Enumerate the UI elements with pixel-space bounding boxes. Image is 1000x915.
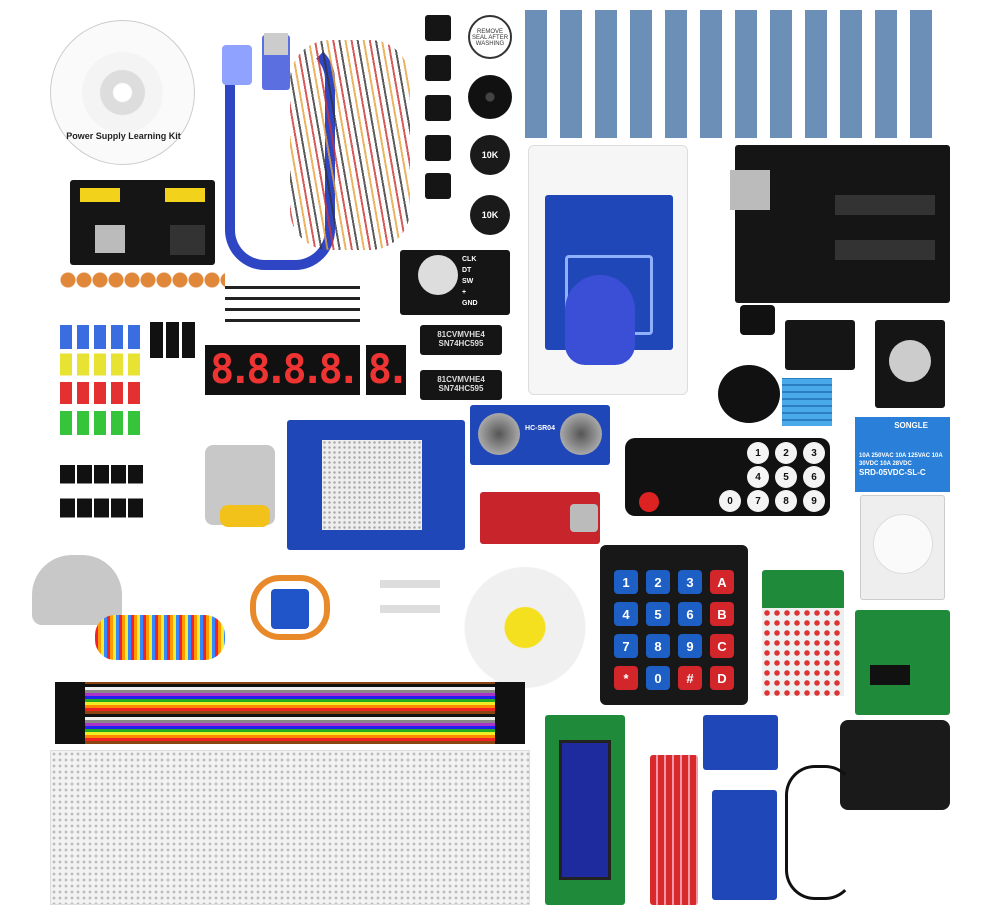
uln2003-board — [855, 610, 950, 715]
buzzer-sticker: REMOVE SEAL AFTER WASHING — [468, 15, 512, 59]
breadboard — [50, 750, 530, 905]
keypad-key[interactable]: 2 — [646, 570, 670, 594]
push-buttons — [425, 15, 453, 199]
relay-model: SRD-05VDC-SL-C — [859, 468, 926, 477]
encoder-pin-gnd: GND — [462, 300, 478, 307]
accelerometer-module — [703, 715, 778, 770]
keypad-key[interactable]: 5 — [646, 602, 670, 626]
potentiometer-1: 10K — [470, 135, 510, 175]
power-adapter — [840, 720, 950, 810]
remote-key[interactable]: 8 — [775, 490, 797, 512]
sound-sensor — [480, 492, 600, 544]
remote-key[interactable]: 3 — [803, 442, 825, 464]
rtc-module — [712, 790, 777, 900]
prototype-shield — [287, 420, 465, 550]
keypad-key[interactable]: 7 — [614, 634, 638, 658]
relay-ratings: 10A 250VAC 10A 125VAC 10A 30VDC 10A 28VD… — [859, 453, 943, 467]
ir-remote: 1 2 3 4 5 6 7 8 9 0 — [625, 438, 830, 516]
remote-key[interactable]: 1 — [747, 442, 769, 464]
rfid-keyfob — [565, 275, 635, 365]
fan-blade — [460, 560, 590, 695]
keypad-key[interactable]: 1 — [614, 570, 638, 594]
encoder-pin-plus: + — [462, 289, 467, 296]
buzzer — [468, 75, 512, 119]
keypad-key[interactable]: 6 — [678, 602, 702, 626]
remote-key[interactable]: 5 — [775, 466, 797, 488]
relay: SONGLE 10A 250VAC 10A 125VAC 10A 30VDC 1… — [855, 417, 950, 492]
keypad-key[interactable]: 9 — [678, 634, 702, 658]
remote-key[interactable]: 9 — [803, 490, 825, 512]
encoder-pin-clk: CLK — [462, 256, 477, 263]
ic-label: SN74HC595 — [438, 384, 484, 393]
keypad-key[interactable]: C — [710, 634, 734, 658]
four-digit-seven-segment: 8.8.8.8. — [205, 345, 360, 395]
battery-clip — [740, 305, 775, 335]
potentiometer-2: 10K — [470, 195, 510, 235]
keypad-key[interactable]: 8 — [646, 634, 670, 658]
water-level-sensor — [650, 755, 698, 905]
remote-key[interactable]: 7 — [747, 490, 769, 512]
max7219-board — [762, 570, 844, 610]
ic-label: SN74HC595 — [438, 339, 484, 348]
usb-plug-a — [262, 33, 290, 90]
membrane-keypad: 1 2 3 A 4 5 6 B 7 8 9 C * 0 # D — [600, 545, 748, 705]
ceramic-capacitors — [60, 270, 225, 290]
keypad-key[interactable]: A — [710, 570, 734, 594]
stepper-cable — [95, 615, 225, 660]
keypad-key[interactable]: D — [710, 666, 734, 690]
keypad-key[interactable]: * — [614, 666, 638, 690]
relay-brand: SONGLE — [894, 421, 928, 430]
cd-disc: Power Supply Learning Kit — [50, 20, 195, 165]
keypad-key[interactable]: 3 — [678, 570, 702, 594]
keypad-key[interactable]: 0 — [646, 666, 670, 690]
power-icon[interactable] — [639, 492, 659, 512]
leds — [60, 325, 145, 435]
one-digit-seven-segment: 8. — [366, 345, 406, 395]
adapter-cable — [785, 765, 855, 900]
encoder-pin-sw: SW — [462, 278, 474, 285]
servo-horns — [380, 575, 440, 630]
electrolytic-capacitors — [150, 322, 195, 358]
joystick-module — [875, 320, 945, 408]
led-dot-matrix — [762, 608, 844, 696]
dht11-sensor — [782, 378, 832, 426]
rotary-encoder: CLK DT SW + GND — [400, 250, 510, 315]
diodes — [225, 285, 360, 330]
resistors — [525, 10, 945, 138]
jumper-wires — [290, 40, 410, 250]
pir-sensor — [860, 495, 945, 600]
remote-key[interactable]: 4 — [747, 466, 769, 488]
keypad-key[interactable]: # — [678, 666, 702, 690]
remote-key[interactable]: 2 — [775, 442, 797, 464]
ic-label: 81CVMVHE4 — [437, 375, 485, 384]
cd-label: Power Supply Learning Kit — [66, 131, 181, 141]
lcd-1602 — [545, 715, 625, 905]
servo-motor — [250, 575, 330, 640]
dc-motor — [205, 445, 275, 527]
keypad-key[interactable]: B — [710, 602, 734, 626]
joystick-cap — [718, 365, 780, 423]
ultrasonic-sensor: HC-SR04 — [470, 405, 610, 465]
arduino-board — [730, 145, 950, 303]
ic-label: 81CVMVHE4 — [437, 330, 485, 339]
ultrasonic-label: HC-SR04 — [525, 425, 555, 432]
remote-key[interactable]: 6 — [803, 466, 825, 488]
stepper-motor — [32, 555, 122, 625]
remote-key[interactable]: 0 — [719, 490, 741, 512]
ir-receiver-module — [785, 320, 855, 370]
ribbon-cable — [55, 682, 525, 744]
power-supply-module — [70, 180, 215, 265]
encoder-pin-dt: DT — [462, 267, 472, 274]
usb-plug-b — [222, 45, 252, 85]
transistors — [60, 465, 145, 540]
keypad-key[interactable]: 4 — [614, 602, 638, 626]
